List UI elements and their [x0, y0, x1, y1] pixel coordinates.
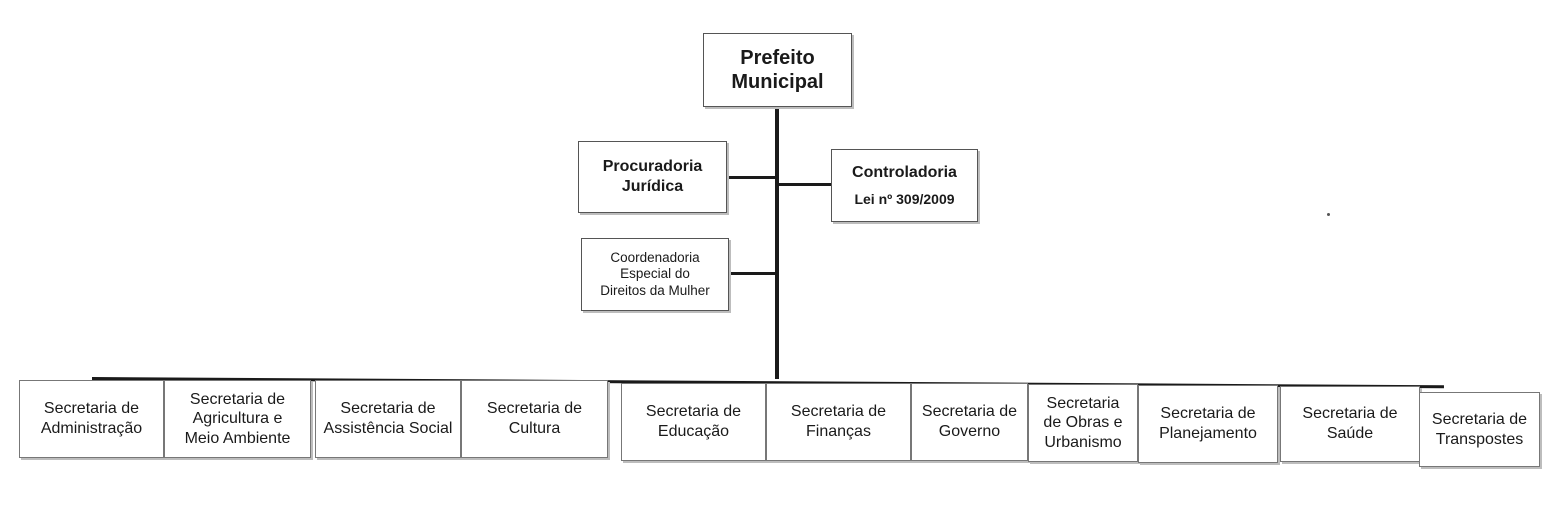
scan-speck: [1327, 213, 1330, 216]
procuradoria-connector: [727, 176, 777, 179]
controladoria-title: Controladoria: [852, 164, 957, 182]
procuradoria-juridica-box: Procuradoria Jurídica: [578, 141, 727, 213]
secretaria-administracao-box: Secretaria de Administração: [19, 380, 164, 458]
coordenadoria-mulher-box: Coordenadoria Especial do Direitos da Mu…: [581, 238, 729, 311]
prefeito-municipal-box: Prefeito Municipal: [703, 33, 852, 107]
secretaria-obras-box: Secretaria de Obras e Urbanismo: [1028, 384, 1138, 462]
secretaria-financas-box: Secretaria de Finanças: [766, 383, 911, 461]
controladoria-law: Lei nº 309/2009: [854, 190, 955, 207]
secretaria-transpostes-box: Secretaria de Transpostes: [1419, 392, 1540, 467]
controladoria-connector: [777, 183, 831, 186]
secretaria-assistencia-social-box: Secretaria de Assistência Social: [315, 380, 461, 458]
secretaria-planejamento-box: Secretaria de Planejamento: [1138, 385, 1278, 463]
secretaria-cultura-box: Secretaria de Cultura: [461, 380, 608, 458]
coordenadoria-connector: [729, 272, 777, 275]
secretaria-agricultura-box: Secretaria de Agricultura e Meio Ambient…: [164, 380, 311, 458]
controladoria-box: Controladoria Lei nº 309/2009: [831, 149, 978, 222]
secretaria-educacao-box: Secretaria de Educação: [621, 383, 766, 461]
secretaria-saude-box: Secretaria de Saúde: [1280, 386, 1420, 462]
trunk-line: [775, 107, 779, 379]
secretaria-governo-box: Secretaria de Governo: [911, 383, 1028, 461]
